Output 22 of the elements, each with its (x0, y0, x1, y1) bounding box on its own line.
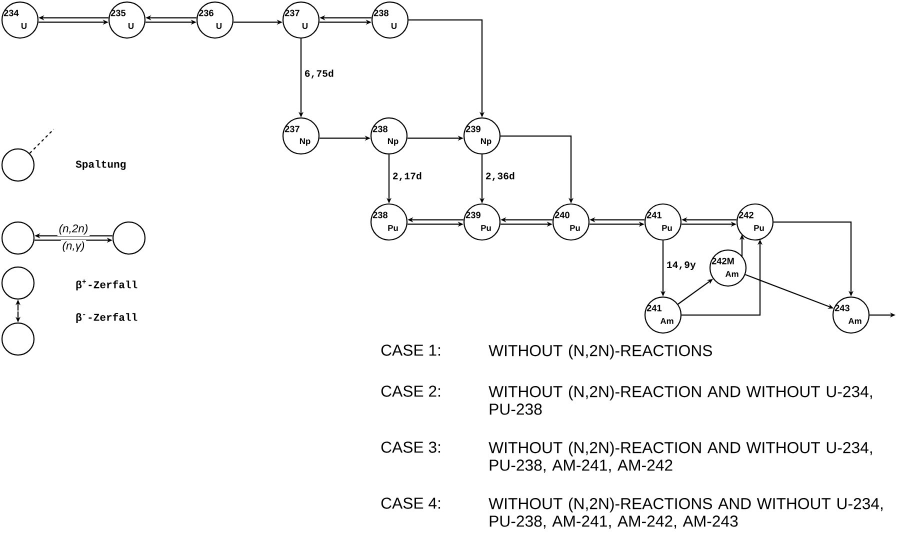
edge-label: 2,36d (484, 170, 516, 182)
legend-text: Spaltung (76, 160, 126, 170)
legend-circle (1, 148, 35, 182)
case-text: WITHOUT (N,2N)-REACTIONS (488, 344, 712, 360)
legend-text: β$^{-}$-Zerfall (76, 313, 138, 323)
case-label: CASE 1: (381, 344, 440, 356)
legend-circle (1, 322, 35, 356)
edge-label: (n,γ) (60, 240, 86, 254)
case-text: WITHOUT (N,2N)-REACTIONS AND WITHOUT U-234, PU-238, AM-241, AM-242, AM-243 (488, 498, 882, 529)
edge-label: (n,2n) (57, 222, 90, 236)
edge-label: 14,9y (664, 260, 698, 272)
case-text: WITHOUT (N,2N)-REACTION AND WITHOUT U-234, PU-238, AM-241, AM-242 (488, 442, 872, 473)
legend-circle (1, 221, 35, 255)
case-label: CASE 3: (381, 442, 440, 453)
case-text: WITHOUT (N,2N)-REACTION AND WITHOUT U-234, PU-238 (488, 386, 872, 415)
legend-circle (1, 266, 35, 300)
case-label: CASE 4: (381, 498, 440, 509)
edge-label: 2,17d (390, 170, 424, 182)
case-label: CASE 2: (381, 386, 440, 397)
legend-circle (112, 221, 146, 255)
legend-text: β$^{+}$-Zerfall (76, 280, 138, 290)
edge-label: 6,75d (302, 68, 336, 80)
